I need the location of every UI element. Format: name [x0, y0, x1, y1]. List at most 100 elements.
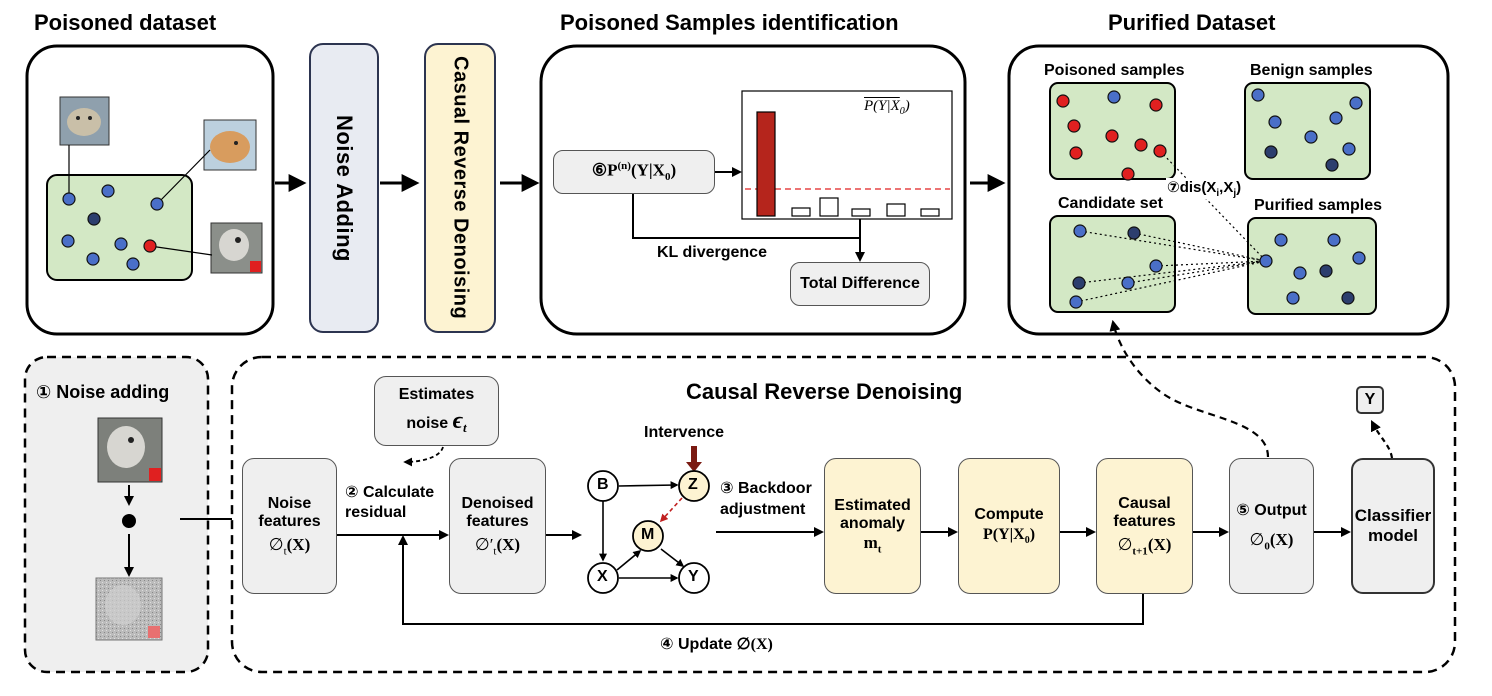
step4-math: ∅(X)	[736, 636, 773, 653]
candidate-set-label: Candidate set	[1058, 195, 1163, 212]
causal-graph	[599, 446, 702, 582]
denoised-arg: (X)	[496, 534, 521, 554]
noise-features-line2: features	[258, 512, 321, 530]
denoised-features-box: Denoised features ∅′t(X)	[449, 458, 546, 594]
denoised-features-line1: Denoised	[461, 494, 534, 512]
benign-samples-dots	[1251, 88, 1363, 172]
node-b-label: B	[597, 476, 609, 493]
causal-reverse-denoising-label: Casual Reverse Denoising	[449, 56, 472, 320]
step7-sub-i: i	[1216, 188, 1220, 199]
noise-features-arg: (X)	[286, 534, 311, 554]
poisoned-dataset-title: Poisoned dataset	[34, 10, 217, 35]
ellipsis-dot-icon	[122, 514, 136, 528]
y-output-label: Y	[1364, 391, 1376, 408]
epsilon-symbol: ϵ	[452, 407, 463, 434]
purified-samples-dots	[1259, 233, 1366, 305]
step2-label: ② Calculate residual	[345, 483, 434, 523]
causal-reverse-denoising-box: Casual Reverse Denoising	[424, 43, 496, 333]
estimated-anomaly-box: Estimated anomaly mt	[824, 458, 921, 594]
node-x-label: X	[597, 568, 608, 585]
classifier-model-box: Classifier model	[1351, 458, 1435, 594]
node-m-circle	[632, 520, 664, 552]
causal-features-box: Causal features ∅t+1(X)	[1096, 458, 1193, 594]
causal-features-line1: Causal	[1118, 494, 1171, 512]
hamster-image-icon-1	[59, 96, 110, 146]
pbar-subscript: 0	[899, 106, 905, 117]
bird-image-icon-noisy-1	[97, 417, 163, 483]
histogram-bar	[886, 203, 906, 217]
node-x-circle	[587, 562, 619, 594]
node-b-circle	[587, 470, 619, 502]
estimated-anomaly-line1: Estimated	[834, 496, 911, 514]
node-y-circle	[678, 562, 710, 594]
identification-title: Poisoned Samples identification	[560, 10, 899, 35]
node-y-label: Y	[688, 568, 699, 585]
node-z-label: Z	[688, 476, 698, 493]
estimates-line1: Estimates	[398, 385, 475, 403]
step6-probability-box: ⑥P(n)(Y|X0)	[553, 150, 715, 194]
compute-sub: 0	[1024, 535, 1030, 547]
anomaly-sub: t	[877, 543, 882, 556]
step7-sub-j: j	[1233, 188, 1237, 199]
purified-samples-label: Purified samples	[1254, 197, 1383, 214]
causal-sub: t+1	[1132, 545, 1148, 558]
noise-adding-label: Noise Adding	[332, 114, 357, 262]
noise-features-phi: ∅	[268, 534, 284, 554]
noise-features-sub: t	[283, 545, 287, 558]
step4-update-label: ④ Update ∅(X)	[660, 634, 773, 654]
y-output-box: Y	[1356, 386, 1384, 414]
denoised-features-line2: features	[466, 512, 529, 530]
noise-features-line1: Noise	[267, 494, 312, 512]
step7-text: ⑦dis(X	[1167, 179, 1217, 196]
step5-label: ⑤ Output	[1236, 501, 1307, 519]
step3-label: ③ Backdoor adjustment	[720, 478, 812, 520]
step4-text: ④ Update	[660, 636, 737, 653]
histogram-bar	[756, 111, 776, 217]
kl-divergence-label: KL divergence	[657, 244, 767, 261]
compute-label: Compute	[974, 505, 1044, 523]
bird-image-icon-noisy-2	[95, 577, 163, 641]
total-difference-box: Total Difference	[790, 262, 930, 306]
bar-chart-frame	[741, 90, 953, 220]
causal-arg: (X)	[1147, 534, 1172, 554]
step6-label: ⑥P	[591, 161, 618, 181]
step2-line2: residual	[345, 504, 407, 521]
classifier-line1: Classifier	[1354, 506, 1432, 525]
step6-subscript: 0	[664, 171, 671, 184]
compute-box: Compute P(Y|X0)	[958, 458, 1060, 594]
noise-features-box: Noise features ∅t(X)	[242, 458, 337, 594]
step2-line1: ② Calculate	[345, 484, 435, 501]
benign-samples-label: Benign samples	[1250, 62, 1373, 79]
histogram-bar	[920, 208, 940, 217]
causal-features-line2: features	[1113, 512, 1176, 530]
step7-close: )	[1236, 179, 1242, 196]
epsilon-subscript: t	[462, 420, 467, 436]
step7-comma: ,X	[1219, 179, 1234, 196]
estimated-anomaly-line2: anomaly	[840, 514, 905, 532]
hamster-image-icon-2	[203, 119, 257, 171]
total-difference-label: Total Difference	[800, 275, 920, 292]
output-sub: 0	[1264, 540, 1270, 553]
step6-superscript: (n)	[617, 160, 631, 173]
output-box: ⑤ Output ∅0(X)	[1229, 458, 1314, 594]
node-z-circle	[678, 470, 710, 502]
candidate-set-dots	[1069, 224, 1163, 309]
step7-distance-label: ⑦dis(Xi,Xj)	[1166, 178, 1243, 199]
bird-image-icon-poisoned	[210, 222, 263, 274]
causal-phi: ∅	[1117, 534, 1133, 554]
step6-rest: (Y|X	[630, 161, 665, 181]
anomaly-m: m	[863, 532, 878, 552]
pbar-text: P(Y|X	[864, 98, 900, 114]
bar-chart-bars	[756, 111, 940, 217]
step3-line2: adjustment	[720, 501, 806, 518]
poisoned-dataset-dots	[61, 184, 164, 271]
denoised-sub: t	[493, 545, 497, 558]
step3-line1: ③ Backdoor	[720, 480, 812, 497]
poisoned-samples-label: Poisoned samples	[1044, 62, 1185, 79]
poisoned-samples-dots	[1056, 90, 1167, 181]
node-m-label: M	[641, 526, 655, 543]
compute-close: )	[1029, 525, 1036, 543]
histogram-bar	[851, 208, 871, 217]
output-phi: ∅	[1249, 529, 1265, 549]
intervence-label: Intervence	[644, 424, 725, 441]
